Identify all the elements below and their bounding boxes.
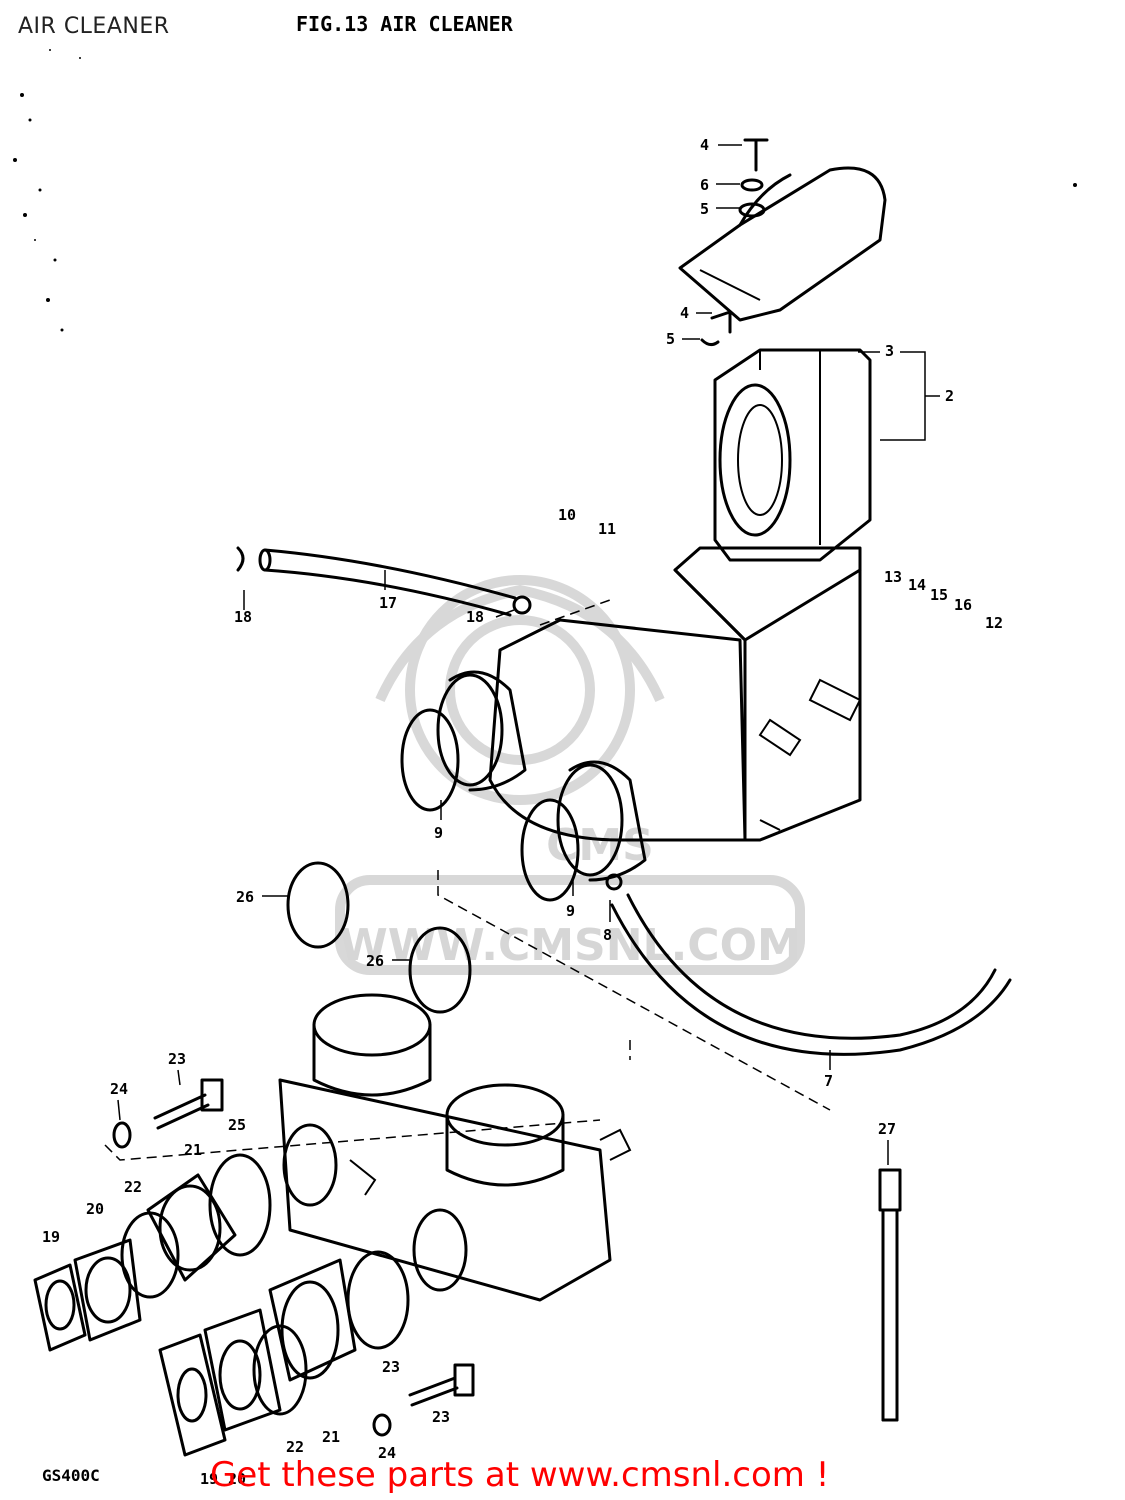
part-number-labels: 4 6 5 4 5 3 2 10 11 13 14 15 16 12 18 17…	[42, 136, 1003, 1488]
part-label: 6	[700, 176, 709, 194]
cmsnl-watermark: CMS WWW.CMSNL.COM	[335, 575, 805, 975]
buy-parts-link[interactable]: Get these parts at www.cmsnl.com !	[210, 1455, 830, 1495]
part-label: 23	[168, 1050, 186, 1068]
part-label: 9	[566, 902, 575, 920]
part-label: 26	[236, 888, 254, 906]
drain-hose-7	[605, 873, 1012, 1056]
part-label: 17	[379, 594, 397, 612]
part-label: 4	[680, 304, 689, 322]
part-label: 18	[234, 608, 252, 626]
part-label: 7	[824, 1072, 833, 1090]
figure-title: FIG.13 AIR CLEANER	[296, 12, 513, 36]
part-label: 22	[286, 1438, 304, 1456]
air-cleaner-cover	[678, 138, 887, 347]
leader-lines	[117, 144, 940, 1165]
assembly-guide-lines	[104, 599, 831, 1161]
part-label: 25	[228, 1116, 246, 1134]
part-label: 19	[42, 1228, 60, 1246]
part-label: 19	[200, 1470, 218, 1488]
part-label: 5	[666, 330, 675, 348]
part-label: 23	[382, 1358, 400, 1376]
part-label: 11	[598, 520, 616, 538]
breather-hose-17	[236, 546, 532, 617]
part-label: 12	[985, 614, 1003, 632]
part-label: 22	[124, 1178, 142, 1196]
intake-pipe-right	[158, 1250, 410, 1457]
part-label: 20	[86, 1200, 104, 1218]
air-filter-element	[713, 348, 872, 562]
part-label: 9	[434, 824, 443, 842]
part-label: 13	[884, 568, 902, 586]
tool-27	[878, 1168, 902, 1422]
part-label: 5	[700, 200, 709, 218]
model-code: GS400C	[42, 1466, 100, 1485]
part-label: 15	[930, 586, 948, 604]
part-label: 4	[700, 136, 709, 154]
part-label: 3	[885, 342, 894, 360]
part-label: 27	[878, 1120, 896, 1138]
scan-noise	[13, 49, 1077, 332]
air-cleaner-case	[488, 546, 862, 842]
part-label: 20	[228, 1470, 246, 1488]
part-label: 23	[432, 1408, 450, 1426]
part-label: 26	[366, 952, 384, 970]
part-label: 16	[954, 596, 972, 614]
watermark-url: WWW.CMSNL.COM	[339, 920, 801, 971]
part-label: 18	[466, 608, 484, 626]
watermark-logo: CMS	[546, 820, 654, 871]
part-label: 21	[322, 1428, 340, 1446]
intake-boots	[400, 670, 647, 902]
part-label: 10	[558, 506, 576, 524]
part-label: 24	[378, 1444, 396, 1462]
hose-clamps-26	[286, 861, 472, 1014]
part-label: 24	[110, 1080, 128, 1098]
part-label: 8	[603, 926, 612, 944]
carburetor-assembly	[278, 993, 632, 1302]
part-label: 2	[945, 387, 954, 405]
page-header-title: AIR CLEANER	[18, 14, 170, 39]
bolts-and-nuts	[112, 1078, 475, 1437]
part-label: 21	[184, 1141, 202, 1159]
intake-pipe-left	[33, 1153, 272, 1352]
part-label: 14	[908, 576, 926, 594]
